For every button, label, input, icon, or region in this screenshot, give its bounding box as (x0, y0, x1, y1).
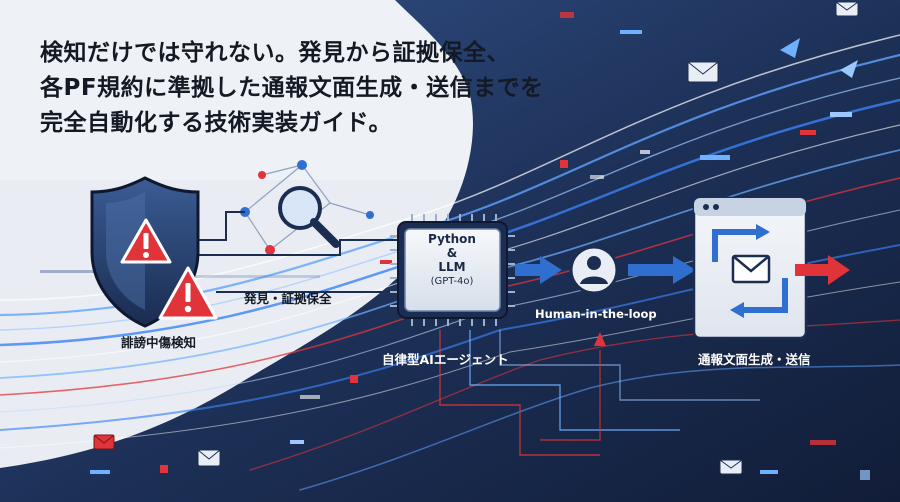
arrow-icon (795, 255, 850, 285)
arrow-icon (628, 256, 696, 284)
warning-icon (158, 266, 218, 320)
human-in-the-loop-label: Human-in-the-loop (535, 307, 657, 321)
envelope-icon (731, 254, 771, 284)
envelope-icon (687, 61, 719, 83)
chip-line-1: Python (428, 232, 476, 246)
headline-line-2: 各PF規約に準拠した通報文面生成・送信までを (40, 75, 544, 101)
report-label: 通報文面生成・送信 (698, 352, 811, 367)
agent-label: 自律型AIエージェント (382, 352, 509, 367)
cpu-chip-icon (390, 214, 515, 326)
envelope-icon (93, 434, 115, 450)
headline: 検知だけでは守れない。発見から証拠保全、 各PF規約に準拠した通報文面生成・送信… (40, 36, 544, 141)
warning-icon (120, 218, 172, 264)
magnifier-icon (278, 186, 340, 248)
evidence-label: 発見・証拠保全 (244, 291, 332, 306)
headline-line-3: 完全自動化する技術実装ガイド。 (40, 110, 393, 136)
envelope-icon (197, 449, 221, 467)
arrow-icon (515, 256, 562, 284)
envelope-icon (835, 1, 859, 17)
detection-label: 誹謗中傷検知 (121, 335, 197, 350)
cpu-chip-label: Python & LLM (GPT-4o) (404, 232, 500, 289)
headline-line-1: 検知だけでは守れない。発見から証拠保全、 (40, 40, 510, 66)
chip-line-4: (GPT-4o) (430, 276, 474, 287)
envelope-icon (719, 459, 743, 475)
chip-line-3: LLM (438, 260, 466, 274)
chip-line-2: & (446, 246, 458, 260)
user-icon (569, 245, 619, 295)
